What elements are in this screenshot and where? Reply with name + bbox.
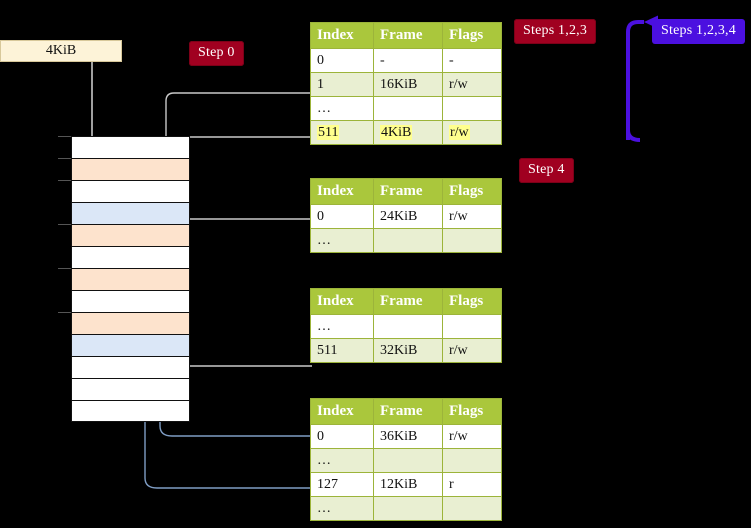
table-cell: 0 bbox=[310, 204, 374, 229]
memory-row-tick bbox=[58, 158, 71, 159]
table-cell: 12KiB bbox=[373, 472, 443, 497]
table-cell bbox=[442, 228, 502, 253]
column-header-frame: Frame bbox=[373, 288, 443, 315]
table-cell: r/w bbox=[442, 120, 502, 145]
column-header-flags: Flags bbox=[442, 178, 502, 205]
table-cell bbox=[373, 228, 443, 253]
table-row: 0-- bbox=[310, 48, 502, 73]
memory-frame-row bbox=[71, 202, 190, 224]
table-cell: 16KiB bbox=[373, 72, 443, 97]
purple-loop-arrow bbox=[626, 15, 658, 142]
column-header-flags: Flags bbox=[442, 288, 502, 315]
table-cell bbox=[373, 314, 443, 339]
table-cell: 1 bbox=[310, 72, 374, 97]
badge-step-4: Step 4 bbox=[519, 158, 574, 183]
table-row: … bbox=[310, 496, 502, 521]
column-header-index: Index bbox=[310, 178, 374, 205]
table-cell bbox=[442, 96, 502, 121]
badge-steps-1234-label: Steps 1,2,3,4 bbox=[661, 23, 736, 38]
table-cell: 0 bbox=[310, 48, 374, 73]
table-cell: 127 bbox=[310, 472, 374, 497]
table-cell bbox=[442, 496, 502, 521]
table-cell: 0 bbox=[310, 424, 374, 449]
table-cell: r bbox=[442, 472, 502, 497]
table-cell bbox=[442, 448, 502, 473]
memory-frame-row bbox=[71, 224, 190, 246]
badge-steps-123-label: Steps 1,2,3 bbox=[523, 23, 588, 38]
memory-row-tick bbox=[58, 180, 71, 181]
table-cell bbox=[373, 448, 443, 473]
table-row: … bbox=[310, 448, 502, 473]
kib-box: 4KiB bbox=[0, 40, 122, 62]
badge-steps-123: Steps 1,2,3 bbox=[514, 19, 597, 44]
column-header-flags: Flags bbox=[442, 398, 502, 425]
table-cell: 511 bbox=[310, 120, 374, 145]
highlighted-value: r/w bbox=[449, 124, 470, 140]
badge-steps-1234: Steps 1,2,3,4 bbox=[652, 19, 745, 44]
memory-frame-row bbox=[71, 180, 190, 202]
table-cell: - bbox=[442, 48, 502, 73]
highlighted-value: 4KiB bbox=[380, 124, 413, 140]
memory-frame-row bbox=[71, 268, 190, 290]
table-cell: … bbox=[310, 96, 374, 121]
memory-frame-row bbox=[71, 356, 190, 378]
memory-row-tick bbox=[58, 312, 71, 313]
memory-row-tick bbox=[58, 268, 71, 269]
table-cell: 32KiB bbox=[373, 338, 443, 363]
memory-frame-row bbox=[71, 400, 190, 422]
badge-step-4-label: Step 4 bbox=[528, 162, 565, 177]
column-header-index: Index bbox=[310, 398, 374, 425]
memory-frame-row bbox=[71, 334, 190, 356]
table-cell: 4KiB bbox=[373, 120, 443, 145]
column-header-index: Index bbox=[310, 22, 374, 49]
table-cell: 36KiB bbox=[373, 424, 443, 449]
table-cell: … bbox=[310, 448, 374, 473]
table-cell: r/w bbox=[442, 424, 502, 449]
column-header-flags: Flags bbox=[442, 22, 502, 49]
badge-step-0: Step 0 bbox=[189, 41, 244, 66]
badge-step-0-label: Step 0 bbox=[198, 45, 235, 60]
table-row: 511 4KiB r/w bbox=[310, 120, 502, 145]
table-cell bbox=[373, 96, 443, 121]
kib-box-label: 4KiB bbox=[45, 43, 77, 58]
highlighted-value: 511 bbox=[317, 124, 340, 140]
table-row: … bbox=[310, 228, 502, 253]
table-cell bbox=[442, 314, 502, 339]
table-cell: … bbox=[310, 228, 374, 253]
table-cell: r/w bbox=[442, 204, 502, 229]
wire-table2-0-to-memory bbox=[177, 218, 312, 252]
memory-frame-row bbox=[71, 378, 190, 400]
table-row: … bbox=[310, 314, 502, 339]
table-cell: - bbox=[373, 48, 443, 73]
table-cell: … bbox=[310, 314, 374, 339]
table-row: … bbox=[310, 96, 502, 121]
memory-frame-row bbox=[71, 246, 190, 268]
column-header-frame: Frame bbox=[373, 178, 443, 205]
column-header-index: Index bbox=[310, 288, 374, 315]
column-header-frame: Frame bbox=[373, 398, 443, 425]
memory-row-tick bbox=[58, 136, 71, 137]
physical-memory-column bbox=[58, 136, 190, 422]
table-cell: r/w bbox=[442, 72, 502, 97]
table-cell: 24KiB bbox=[373, 204, 443, 229]
table-cell bbox=[373, 496, 443, 521]
memory-row-tick bbox=[58, 224, 71, 225]
table-cell: … bbox=[310, 496, 374, 521]
memory-frame-row bbox=[71, 312, 190, 334]
memory-frame-row bbox=[71, 158, 190, 180]
table-cell: 511 bbox=[310, 338, 374, 363]
memory-frame-row bbox=[71, 136, 190, 158]
memory-frame-row bbox=[71, 290, 190, 312]
table-cell: r/w bbox=[442, 338, 502, 363]
column-header-frame: Frame bbox=[373, 22, 443, 49]
